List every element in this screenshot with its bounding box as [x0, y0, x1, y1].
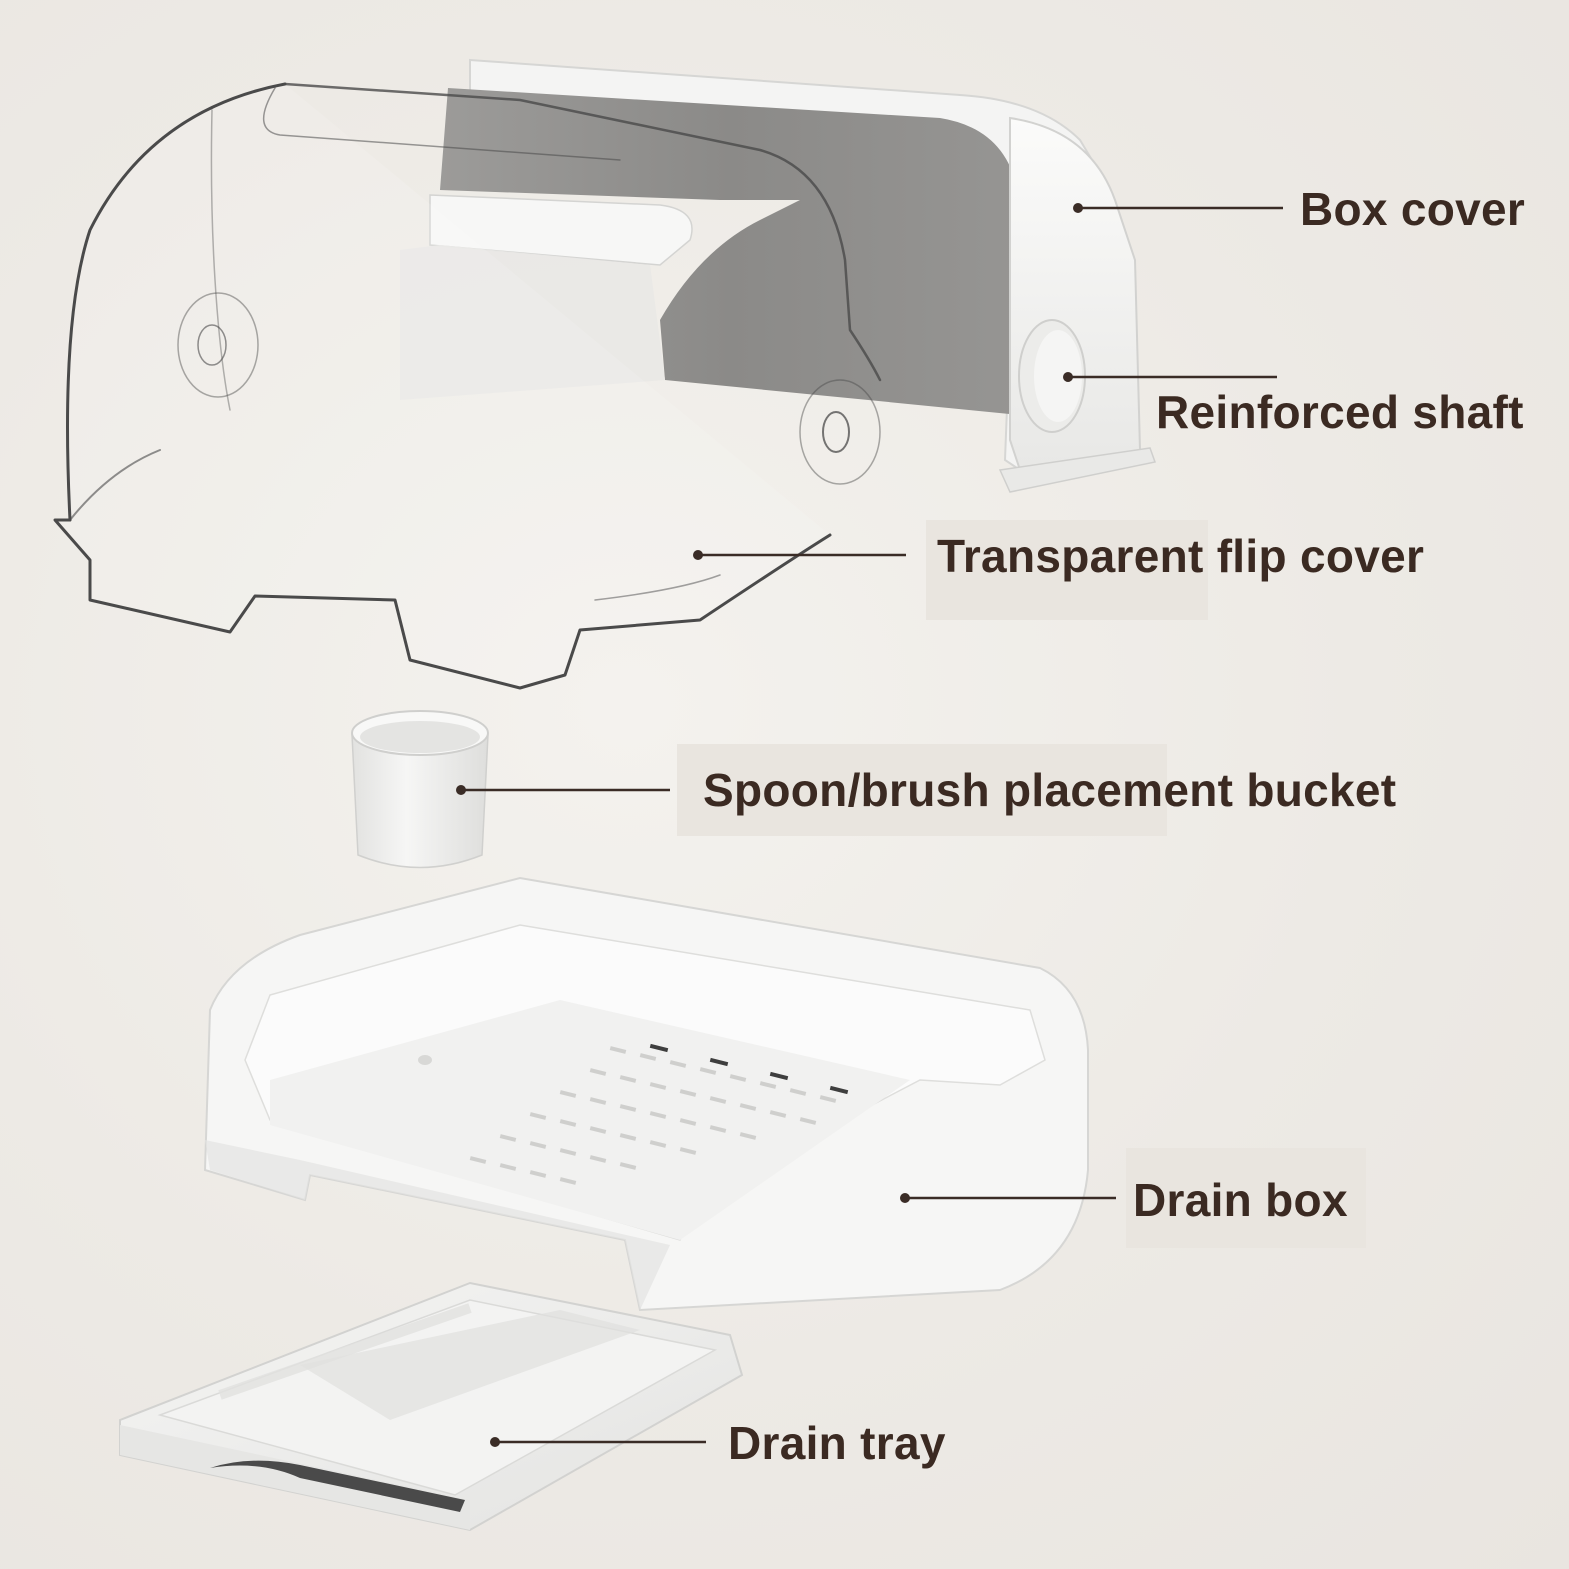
label-transparent-flip-cover: Transparent flip cover [937, 530, 1425, 582]
label-box-cover: Box cover [1300, 183, 1526, 235]
leader-dot-drain-box [900, 1193, 910, 1203]
box-cover [400, 58, 1156, 493]
leader-dot-reinforced-shaft [1063, 372, 1073, 382]
drain-tray [119, 1281, 744, 1532]
leader-lines [456, 203, 1283, 1447]
label-drain-tray: Drain tray [728, 1417, 946, 1469]
drain-box [203, 876, 1089, 1312]
drain-slots-dark [649, 1043, 849, 1095]
transparent-flip-cover [53, 82, 882, 690]
leader-dot-flip-cover [693, 550, 703, 560]
spoon-brush-bucket [351, 710, 489, 869]
label-spoon-brush-bucket: Spoon/brush placement bucket [703, 764, 1397, 816]
label-backdrop-flip-cover [926, 520, 1208, 620]
label-backdrop-drain-box [1126, 1148, 1366, 1248]
leader-dot-bucket [456, 785, 466, 795]
label-backdrop-bucket [677, 744, 1167, 836]
leader-dot-box-cover [1073, 203, 1083, 213]
label-drain-box: Drain box [1133, 1174, 1348, 1226]
label-reinforced-shaft: Reinforced shaft [1156, 386, 1524, 438]
leader-dot-drain-tray [490, 1437, 500, 1447]
drain-slots [469, 1046, 837, 1185]
